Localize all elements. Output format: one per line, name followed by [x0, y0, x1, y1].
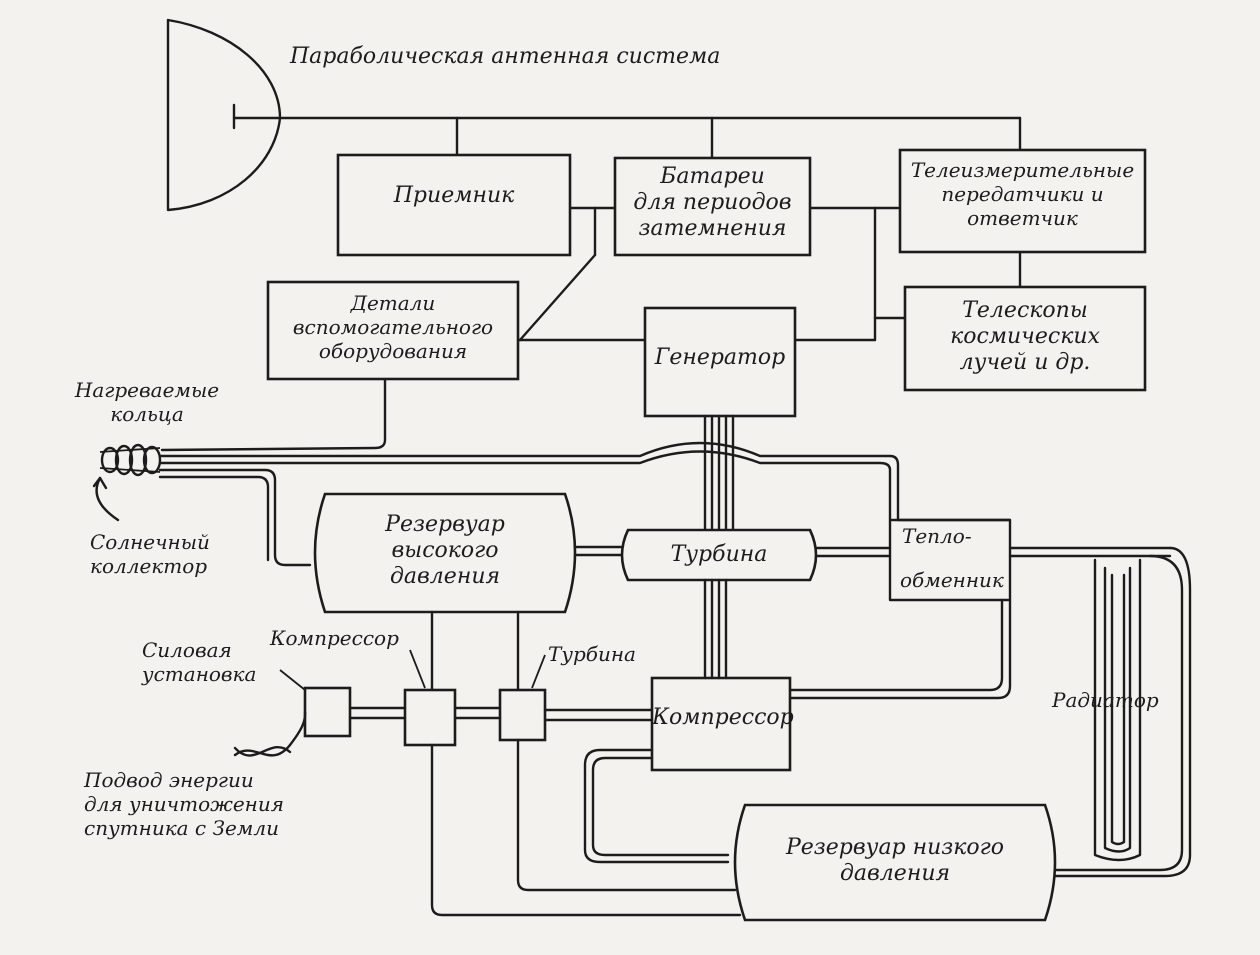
low-pressure-tank — [733, 803, 1057, 922]
solar-collector-label: Солнечный коллектор — [90, 530, 210, 578]
batteries-label: Батареи для периодов затемнения — [633, 164, 792, 241]
energy-supply-label: Подвод энергии для уничтожения спутника … — [84, 768, 284, 840]
compressor-main-label: Компрессор — [652, 705, 794, 730]
antenna-dish — [166, 18, 282, 212]
compressor-small-label: Компрессор — [270, 626, 399, 650]
energy-beam — [233, 710, 307, 757]
small-compressor-box — [403, 688, 457, 747]
power-plant-box — [303, 686, 352, 738]
small-turbine-box — [498, 688, 547, 742]
generator-label: Генератор — [654, 345, 786, 370]
generator-box — [643, 306, 797, 418]
heat-exchanger-top-label: Тепло- — [902, 524, 972, 548]
aux-equipment-box — [266, 280, 520, 381]
compressor-main-box — [650, 676, 792, 772]
hp-tank-label: Резервуар высокого давления — [385, 512, 505, 589]
telescopes-box — [903, 285, 1147, 392]
receiver-label: Приемник — [393, 183, 515, 208]
heat-exchanger-bottom-label: обменник — [900, 568, 1004, 592]
telemetry-label: Телеизмерительные передатчики и ответчик — [910, 158, 1135, 230]
receiver-box — [336, 153, 572, 257]
telescopes-label: Телескопы космических лучей и др. — [950, 298, 1100, 375]
turbine-main-shape — [620, 528, 818, 582]
turbine-main-label: Турбина — [670, 542, 768, 567]
batteries-box — [613, 156, 812, 257]
power-plant-label: Силовая установка — [142, 638, 257, 686]
radiator-label: Радиатор — [1052, 688, 1159, 712]
lp-tank-label: Резервуар низкого давления — [785, 835, 1005, 886]
aux-equipment-label: Детали вспомогательного оборудования — [292, 291, 494, 363]
heated-rings-label: Нагреваемые кольца — [74, 378, 220, 426]
turbine-small-label: Турбина — [548, 642, 636, 666]
radiator-coils — [1053, 546, 1192, 878]
high-pressure-tank — [313, 492, 577, 614]
solar-pointer-arrow — [95, 476, 120, 522]
antenna-label: Параболическая антенная система — [290, 44, 721, 69]
telemetry-box — [898, 148, 1147, 254]
solar-collector-rings — [99, 443, 162, 477]
